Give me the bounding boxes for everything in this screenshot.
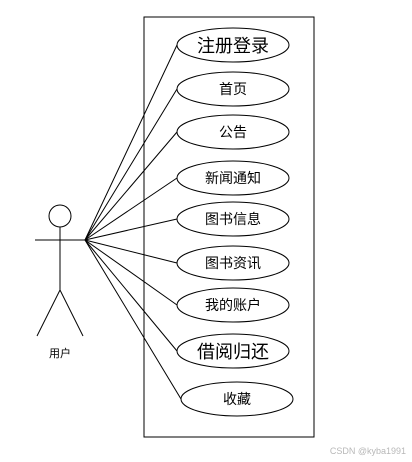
use-case-book-news[interactable]: 图书资讯 [176, 245, 290, 281]
association-line [84, 239, 178, 264]
use-case-favorites[interactable]: 收藏 [180, 381, 294, 417]
use-case-ellipse [176, 27, 290, 63]
actor-label: 用户 [49, 346, 71, 360]
use-case-book-info[interactable]: 图书信息 [176, 201, 290, 237]
use-case-label: 注册登录 [197, 36, 269, 57]
associations [84, 44, 182, 400]
use-case-ellipse [176, 160, 290, 196]
use-case-label: 图书资讯 [205, 256, 261, 272]
association-line [84, 88, 178, 241]
use-case-ellipse [176, 71, 290, 107]
use-case-label: 收藏 [223, 392, 251, 408]
use-case-my-account[interactable]: 我的账户 [176, 287, 290, 323]
use-case-label: 新闻通知 [205, 170, 261, 187]
association-line [84, 239, 182, 400]
actor-left-leg [36, 289, 61, 337]
association-line [84, 239, 178, 306]
association-line [84, 218, 178, 241]
use-case-label: 图书信息 [205, 211, 261, 228]
use-case-ellipse [176, 201, 290, 237]
association-line [84, 44, 178, 241]
association-line [84, 239, 178, 352]
actor-right-leg [59, 289, 84, 337]
use-case-label: 首页 [219, 82, 247, 98]
use-case-label: 我的账户 [205, 297, 261, 314]
use-case-label: 公告 [219, 125, 247, 141]
use-case-ellipse [180, 381, 294, 417]
watermark: CSDN @kyba1991 [329, 446, 406, 456]
use-case-announcement[interactable]: 公告 [176, 114, 290, 150]
use-cases: 注册登录 首页 公告 新闻通知 图书信息 图书资讯 [176, 27, 294, 417]
use-case-borrow-return[interactable]: 借阅归还 [176, 333, 290, 369]
use-case-ellipse [176, 114, 290, 150]
actor: 用户 [35, 204, 85, 360]
use-case-label: 借阅归还 [197, 342, 269, 363]
actor-head [48, 204, 72, 228]
use-case-ellipse [176, 333, 290, 369]
use-case-ellipse [176, 287, 290, 323]
association-line [84, 177, 178, 241]
use-case-ellipse [176, 245, 290, 281]
use-case-home[interactable]: 首页 [176, 71, 290, 107]
association-line [84, 131, 178, 241]
use-case-register-login[interactable]: 注册登录 [176, 27, 290, 63]
use-case-news-notice[interactable]: 新闻通知 [176, 160, 290, 196]
